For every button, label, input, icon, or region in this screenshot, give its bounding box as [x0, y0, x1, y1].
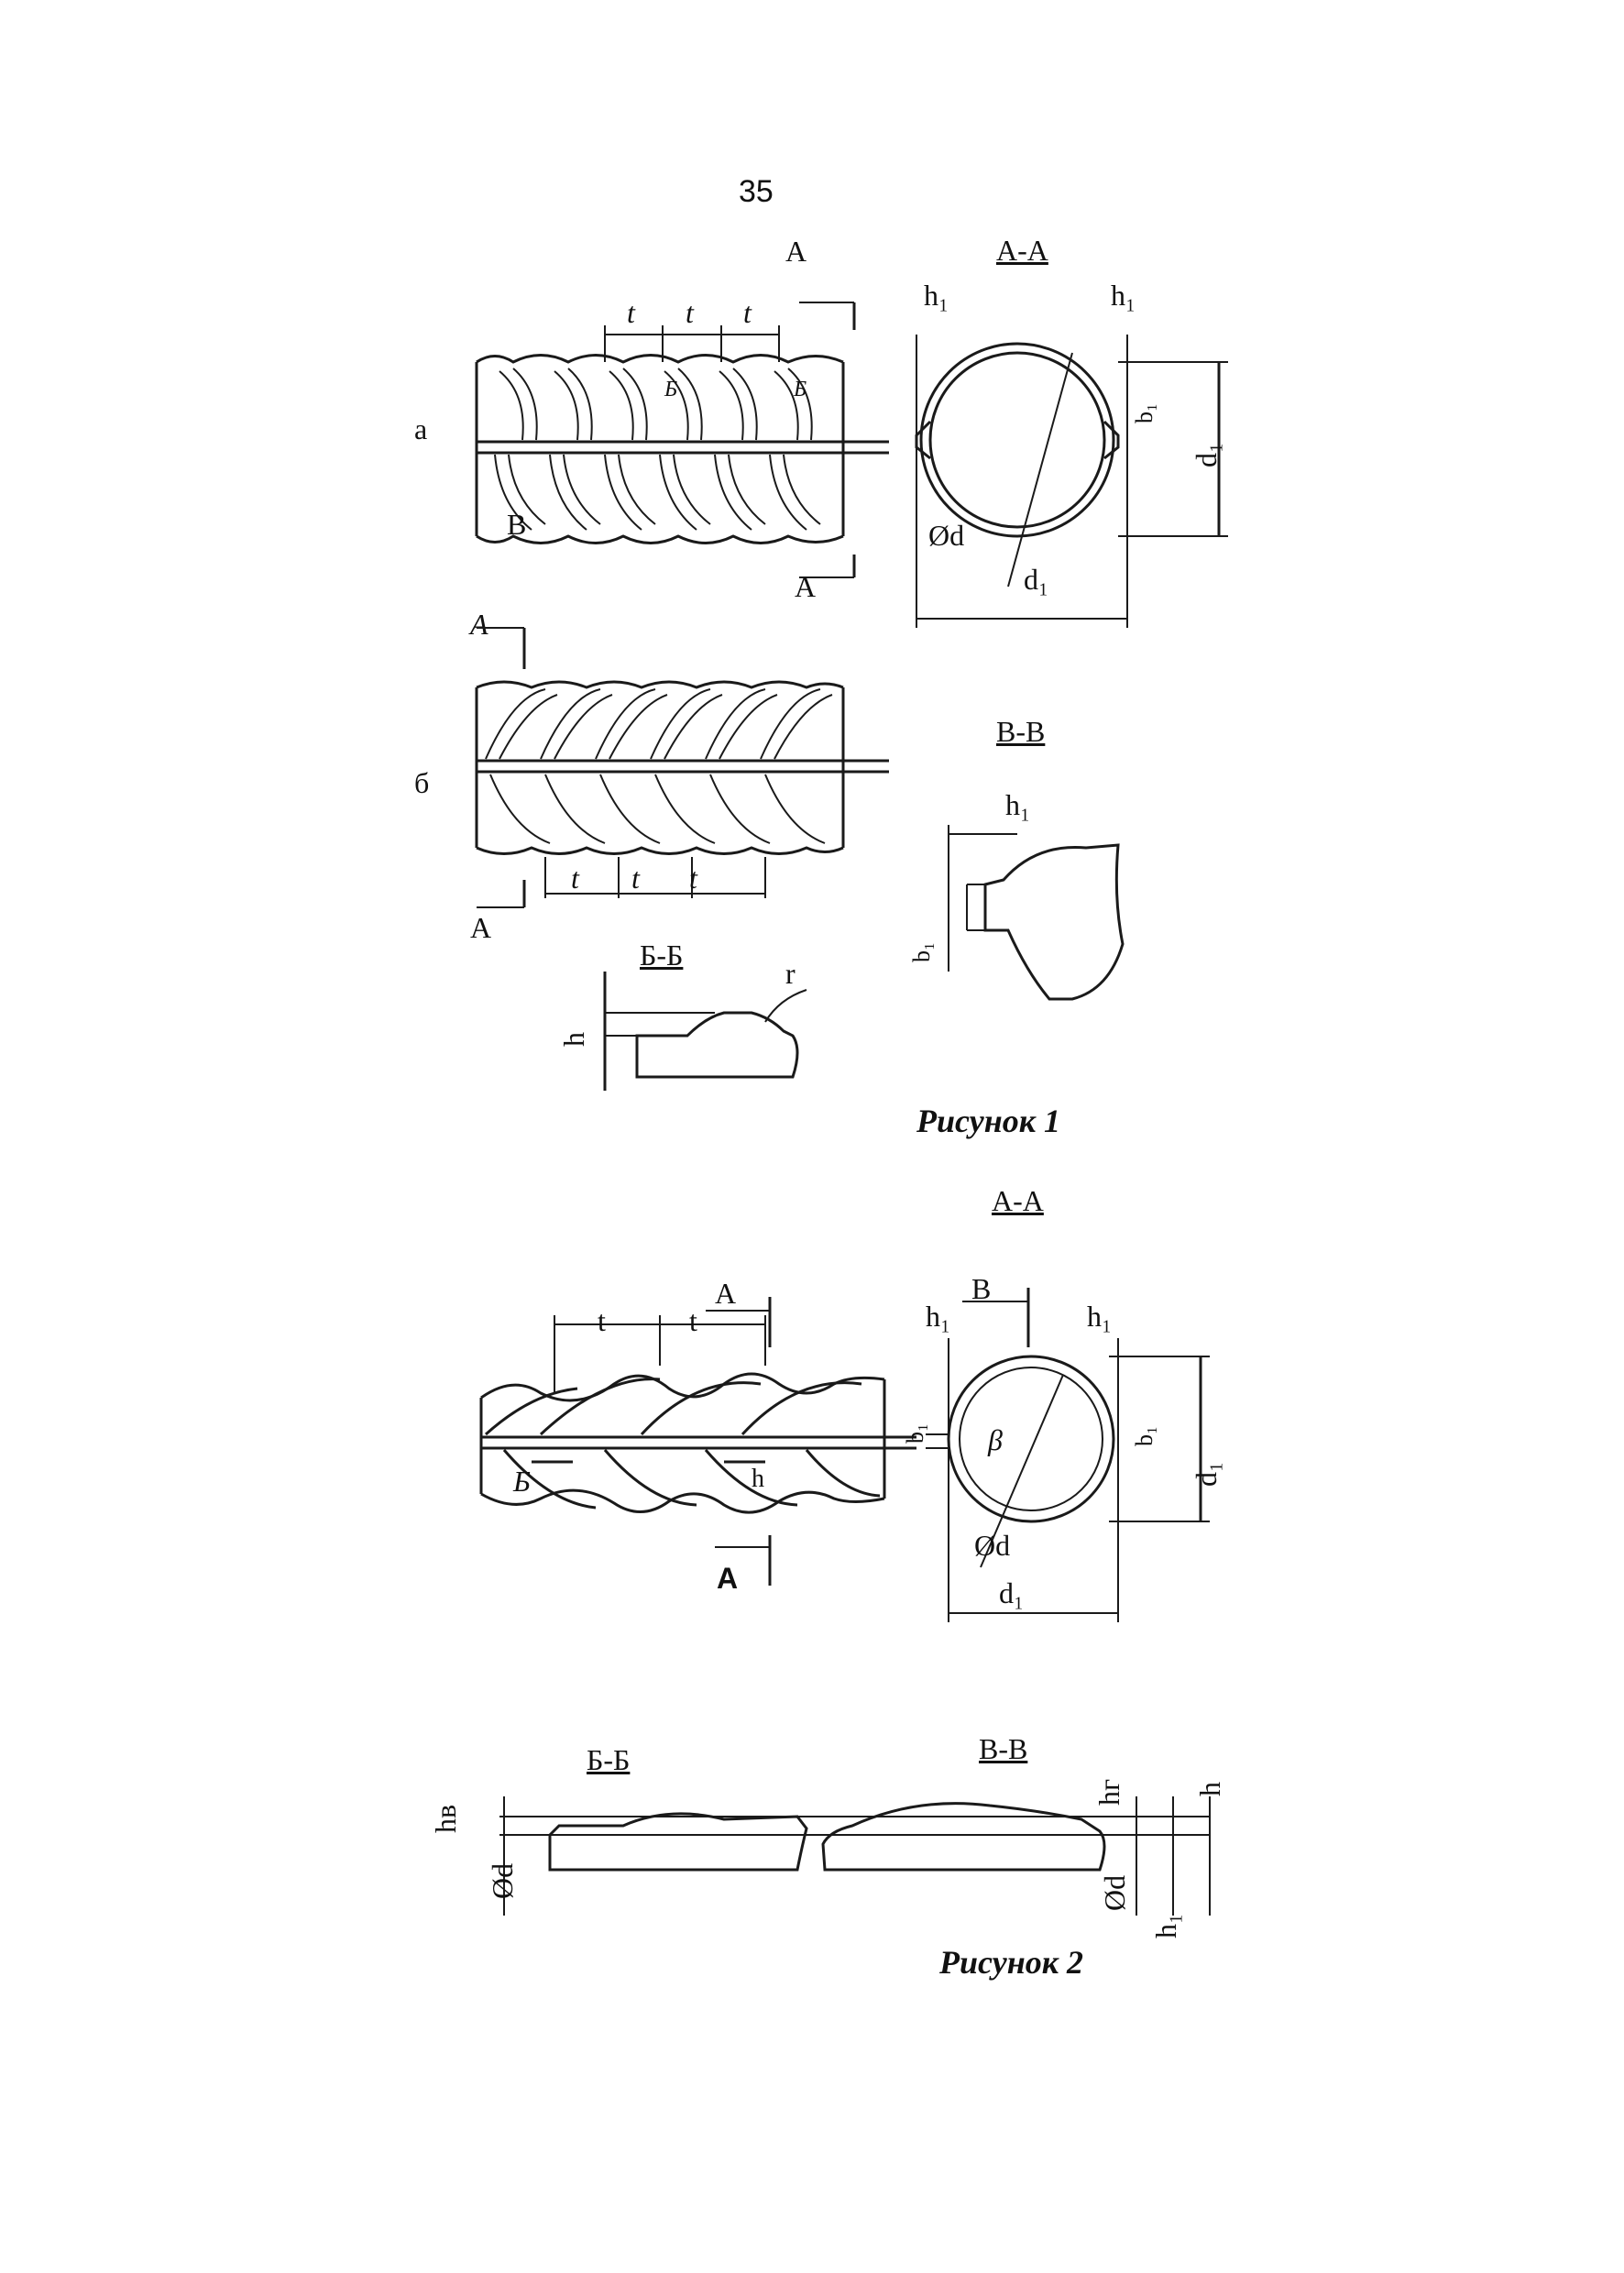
hr-vertical-label: hг [1092, 1778, 1125, 1806]
cut-a-top-label: A [785, 235, 807, 268]
pitch-label: t [689, 862, 697, 895]
cross-section-aa [915, 335, 1228, 628]
d-label: Ød [974, 1529, 1011, 1562]
rebar-side-view-b [475, 627, 889, 908]
pitch-label: t [598, 1304, 606, 1337]
figure-2-caption: Рисунок 2 [939, 1944, 1083, 1981]
h1-label-left: h₁ [924, 279, 949, 312]
d-vertical-label: Ød [486, 1862, 519, 1899]
h-vertical-label: h [557, 1032, 590, 1047]
cut-a-bottom-label: A [717, 1562, 739, 1595]
cut-v-label: B [507, 508, 527, 541]
section-aa-title: A-A [992, 1184, 1044, 1217]
rebar-side-view-a [475, 302, 889, 578]
pitch-label: t [631, 862, 640, 895]
pitch-label: t [743, 296, 752, 329]
variant-a-label: а [414, 412, 428, 445]
cut-a-top-label: A [715, 1277, 737, 1310]
section-vv-title: B-B [996, 715, 1046, 748]
pitch-label: t [627, 296, 635, 329]
section-bb-title: Б-Б [587, 1743, 631, 1776]
rebar-side-view-2 [479, 1297, 916, 1586]
cut-b-label: Б [794, 378, 807, 401]
d-vertical-label-right: Ød [1098, 1874, 1131, 1911]
page-number: 35 [739, 174, 774, 209]
cross-section-aa-2 [926, 1288, 1210, 1622]
pitch-label: t [689, 1304, 697, 1337]
h1-label: h₁ [1005, 788, 1031, 821]
h-label: h [752, 1465, 764, 1493]
d1-vertical-label: d₁ [1190, 442, 1223, 467]
cross-section-bb [603, 972, 807, 1091]
cut-b-label: Б [513, 1465, 531, 1498]
section-aa-title: A-A [996, 234, 1048, 267]
d1-vertical-label: d₁ [1190, 1461, 1223, 1487]
cut-a-bottom-label: A [470, 911, 492, 944]
b1-vertical-label-left: b₁ [902, 1422, 928, 1444]
section-vv-title: B-B [979, 1732, 1028, 1765]
cut-b-label: Б [664, 378, 678, 401]
h1-label-right: h₁ [1111, 279, 1136, 312]
longitudinal-sections-2 [499, 1796, 1211, 1916]
cut-v-label: B [971, 1272, 992, 1305]
h1-vertical-label: h₁ [1149, 1913, 1182, 1938]
h1-label-right: h₁ [1087, 1300, 1113, 1333]
b1-vertical-label: b₁ [1131, 1425, 1158, 1446]
h-vertical-label: h [1193, 1782, 1226, 1796]
d-label: Ød [928, 519, 965, 552]
pitch-label: t [686, 296, 694, 329]
section-bb-title: Б-Б [640, 939, 684, 972]
b1-vertical-label: b₁ [908, 941, 935, 962]
d1-label: d₁ [1024, 563, 1049, 596]
figure-1-caption: Рисунок 1 [916, 1103, 1060, 1139]
cross-section-vv [948, 825, 1125, 1001]
hv-vertical-label: hв [429, 1804, 462, 1833]
r-label: r [785, 957, 796, 990]
d1-label: d₁ [999, 1576, 1025, 1609]
pitch-label: t [571, 862, 579, 895]
h1-label-left: h₁ [926, 1300, 951, 1333]
b1-vertical-label: b₁ [1131, 402, 1158, 423]
beta-label: β [988, 1423, 1003, 1456]
cut-a-bottom-label: A [795, 570, 817, 603]
variant-b-label: б [414, 766, 430, 799]
cut-a-top-label: A [470, 608, 488, 641]
